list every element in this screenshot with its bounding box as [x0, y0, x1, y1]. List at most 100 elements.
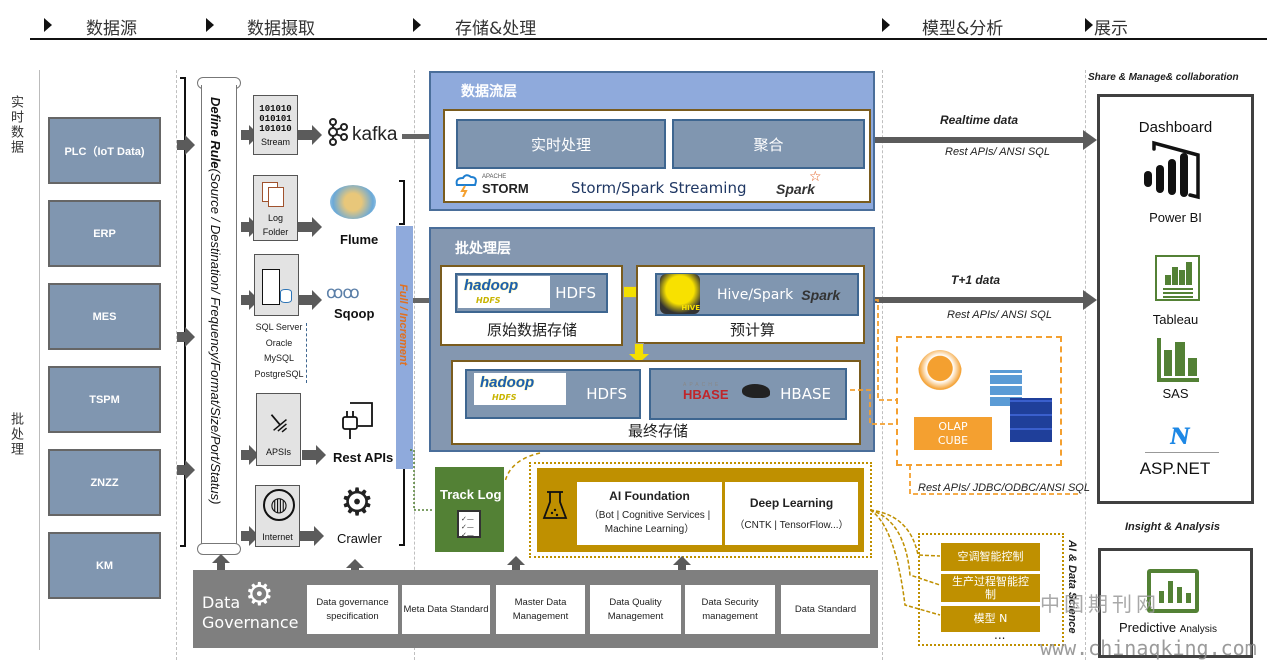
rest-plug-icon [340, 401, 374, 441]
internet-label: Internet [262, 532, 293, 542]
source-arrow [177, 135, 195, 155]
batch-bracket [399, 468, 405, 546]
hadoop-logo-icon: hadoop HDFS [458, 276, 550, 308]
globe-icon: ◍ [263, 489, 295, 521]
realtime-processing-box[interactable]: 实时处理 [456, 119, 666, 169]
column-divider [414, 70, 415, 660]
ai-apps-more: ... [994, 628, 1006, 642]
deep-learning-box[interactable]: Deep Learning （CNTK | TensorFlow...） [725, 482, 858, 545]
olap-connectors [850, 299, 1080, 495]
hbase-apache: APACHE [683, 382, 722, 388]
sources-bracket [180, 77, 186, 547]
predictive-panel [1098, 548, 1253, 658]
ingest-arrow [298, 290, 322, 310]
raw-storage-panel: HDFS hadoop HDFS 原始数据存储 [440, 265, 623, 346]
t1-flow-proto: Rest APIs/ ANSI SQL [947, 309, 1052, 321]
gov-item-master-data[interactable]: Master Data Management [496, 585, 585, 634]
rest-apis-label: Rest APIs [333, 450, 394, 465]
track-log-box[interactable]: Track Log ✓—✓—✓— [435, 467, 504, 552]
kafka-label: kafka [352, 124, 398, 145]
batch-layer-title: 批处理层 [455, 241, 511, 257]
source-plc[interactable]: PLC（IoT Data) [48, 117, 161, 184]
t1-flow-arrow [875, 290, 1097, 310]
log-folder-input[interactable]: Log Folder [253, 175, 298, 241]
gov-item-metadata[interactable]: Meta Data Standard [402, 585, 490, 634]
stream-label: Stream [260, 137, 290, 147]
gov-item-specification[interactable]: Data governance specification [307, 585, 398, 634]
predictive-analysis-label[interactable]: Predictive Analysis [1119, 620, 1217, 635]
ai-app-connectors [870, 509, 941, 616]
final-hdfs-label: HDFS [586, 385, 627, 403]
internet-input[interactable]: ◍ Internet [255, 485, 300, 547]
spark-star-icon: ☆ [809, 169, 822, 185]
define-rule-bold: Define Rule [208, 97, 223, 169]
db-sqlserver: SQL Server [255, 322, 303, 332]
stage-storage: 存储&处理 [455, 19, 537, 39]
hbase-label: HBASE [780, 385, 831, 403]
crawler-gear-icon: ⚙ [339, 480, 375, 524]
batch-bracket [399, 180, 405, 225]
gov-item-data-quality[interactable]: Data Quality Management [590, 585, 681, 634]
streaming-caption: Storm/Spark Streaming [571, 179, 747, 197]
sas-label[interactable]: SAS [1162, 386, 1189, 401]
asp-net-label[interactable]: ASP.NET [1139, 459, 1211, 478]
ai-apps-region [918, 533, 1064, 646]
t1-flow-label: T+1 data [951, 273, 1001, 287]
hbase-box[interactable]: HBASE [649, 368, 847, 420]
ingest-arrow [302, 445, 326, 465]
aggregation-box[interactable]: 聚合 [672, 119, 865, 169]
kylin-logo-icon [918, 350, 962, 396]
source-arrow [177, 327, 195, 347]
source-znzz[interactable]: ZNZZ [48, 449, 161, 516]
ai-panel: AI Foundation （Bot | Cognitive Services … [537, 468, 864, 552]
spark-logo: Spark [776, 181, 815, 197]
share-manage-title: Share & Manage& collaboration [1088, 72, 1239, 83]
stage-marker-icon [413, 18, 421, 32]
stream-input[interactable]: 101010 010101 101010 Stream [253, 95, 298, 155]
database-input[interactable] [254, 254, 299, 316]
power-bi-label[interactable]: Power BI [1149, 210, 1202, 225]
dashboard-title: Dashboard [1138, 119, 1213, 136]
source-km[interactable]: KM [48, 532, 161, 599]
stream-layer-title: 数据流层 [461, 84, 517, 100]
insight-analysis-title: Insight & Analysis [1125, 521, 1220, 533]
ai-app-process-control[interactable]: 生产过程智能控制 [941, 574, 1040, 602]
flume-logo-icon [330, 185, 376, 219]
storm-logo-icon [453, 173, 479, 198]
gov-item-data-standard[interactable]: Data Standard [781, 585, 870, 634]
ai-data-science-label: AI & Data Science [1066, 540, 1078, 634]
crawler-label: Crawler [337, 531, 382, 546]
api-label: APSIs [265, 447, 291, 457]
asp-net-logo-icon: ɴ [1170, 412, 1190, 452]
realtime-flow-arrow [875, 130, 1097, 150]
db-bracket [303, 323, 307, 383]
pipe-arrow [241, 290, 259, 310]
data-governance-title: Data Governance [202, 593, 299, 632]
ai-app-model-n[interactable]: 模型 N [941, 606, 1040, 632]
source-tspm[interactable]: TSPM [48, 366, 161, 433]
tableau-label[interactable]: Tableau [1152, 312, 1199, 327]
ai-foundation-box[interactable]: AI Foundation （Bot | Cognitive Services … [577, 482, 722, 545]
kafka-logo-icon [325, 118, 349, 146]
final-storage-caption: 最终存储 [627, 422, 688, 440]
flume-label: Flume [340, 232, 379, 247]
raw-hdfs-label: HDFS [555, 284, 596, 302]
db-postgresql: PostgreSQL [254, 368, 304, 379]
header-divider [30, 38, 1267, 40]
cube-large-icon [1010, 398, 1052, 442]
governance-gear-icon: ⚙ [245, 575, 274, 613]
hive-logo-icon: HIVE [660, 274, 700, 314]
ai-app-hvac-control[interactable]: 空调智能控制 [941, 543, 1040, 571]
precompute-caption: 预计算 [729, 321, 775, 339]
batch-connector [413, 298, 430, 303]
stage-ingestion: 数据摄取 [247, 19, 315, 39]
olap-region: OLAP CUBE [896, 336, 1062, 466]
predictive-chart-icon [1147, 569, 1199, 613]
gov-item-data-security[interactable]: Data Security management [685, 585, 775, 634]
source-erp[interactable]: ERP [48, 200, 161, 267]
api-input[interactable]: ⏚ APSIs [256, 393, 301, 466]
column-divider [882, 70, 883, 660]
db-list: SQL Server Oracle MySQL PostgreSQL [254, 320, 304, 382]
define-rule-detail: (Source / Destination/ Frequency/Format/… [208, 168, 223, 505]
source-mes[interactable]: MES [48, 283, 161, 350]
